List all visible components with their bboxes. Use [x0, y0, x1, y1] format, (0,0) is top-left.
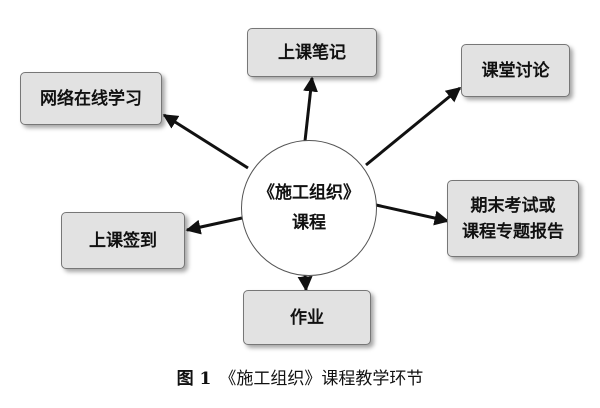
arrow-to-notes: [303, 76, 318, 142]
node-homework-label: 作业: [290, 307, 324, 328]
node-online-learning: 网络在线学习: [20, 72, 162, 125]
node-notes: 上课笔记: [247, 28, 377, 77]
figure-caption: 图 1 《施工组织》课程教学环节: [0, 364, 600, 389]
node-exam-report-label-1: 期末考试或: [470, 195, 556, 216]
center-node-subtitle: 课程: [292, 213, 326, 233]
node-discussion-label: 课堂讨论: [481, 60, 550, 81]
arrow-to-discussion: [365, 86, 462, 167]
arrow-to-online: [162, 113, 249, 170]
arrow-to-homework: [297, 274, 313, 292]
node-homework: 作业: [243, 290, 371, 345]
node-signin-label: 上课签到: [89, 230, 157, 251]
arrow-to-signin: [185, 216, 243, 235]
node-signin: 上课签到: [61, 212, 185, 269]
center-node-title: 《施工组织》: [258, 183, 360, 203]
node-exam-report: 期末考试或 课程专题报告: [447, 180, 579, 257]
figure-caption-label: 图 1: [176, 369, 212, 389]
node-notes-label: 上课笔记: [278, 42, 346, 63]
node-discussion: 课堂讨论: [461, 44, 570, 97]
figure-caption-text: 《施工组织》课程教学环节: [219, 369, 424, 389]
arrow-to-exam: [375, 203, 450, 226]
center-node-course: 《施工组织》 课程: [241, 140, 377, 276]
node-exam-report-label-2: 课程专题报告: [462, 221, 564, 242]
node-online-learning-label: 网络在线学习: [40, 88, 142, 109]
